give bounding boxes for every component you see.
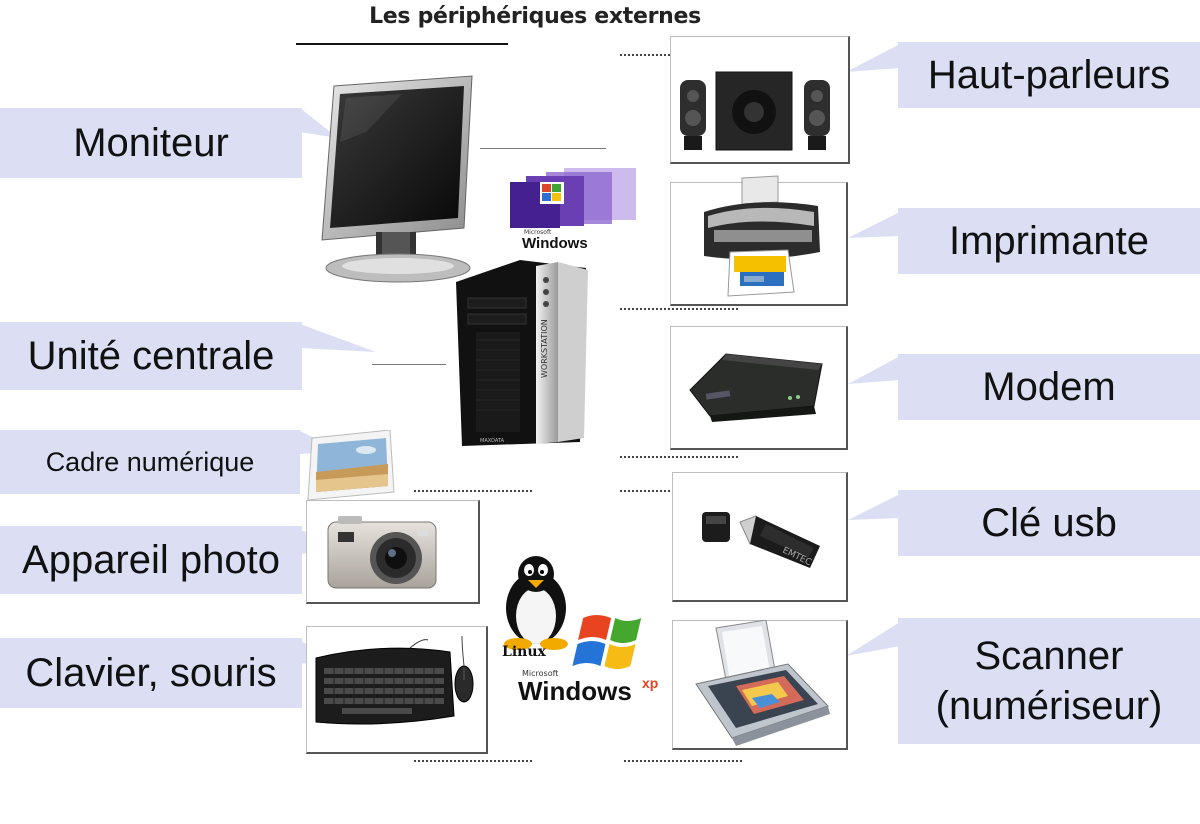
speakers-illustration — [680, 71, 830, 151]
windows-xp-badge: xp — [642, 675, 658, 691]
keyboard-illustration — [315, 635, 474, 725]
blank-imprimante — [620, 308, 738, 310]
title-underline — [296, 43, 508, 45]
pointer-modem — [848, 356, 900, 384]
label-unite-centrale: Unité centrale — [0, 322, 302, 390]
pointer-moniteur — [300, 108, 338, 138]
label-scanner-line2: (numériseur) — [935, 684, 1163, 728]
pointer-scanner — [846, 622, 900, 656]
label-modem-text: Modem — [982, 364, 1116, 409]
windows-top-word: Windows — [522, 235, 588, 252]
connector-unite-centrale — [372, 364, 446, 365]
label-imprimante: Imprimante — [898, 208, 1200, 274]
linux-word: Linux — [502, 644, 547, 660]
label-clavier-souris: Clavier, souris — [0, 638, 302, 708]
label-unite-centrale-text: Unité centrale — [27, 333, 275, 378]
camera-illustration — [327, 516, 437, 589]
blank-cadre-numerique — [414, 490, 532, 492]
label-haut-parleurs: Haut-parleurs — [898, 42, 1200, 108]
pointer-cle-usb — [848, 494, 900, 520]
linux-tux-logo: Linux — [502, 556, 568, 660]
label-modem: Modem — [898, 354, 1200, 420]
label-clavier-souris-text: Clavier, souris — [25, 650, 277, 695]
label-cle-usb-text: Clé usb — [981, 500, 1117, 545]
pointer-haut-parleurs — [846, 44, 900, 72]
blank-clavier-souris — [414, 760, 532, 762]
printer-illustration — [704, 175, 820, 297]
blank-scanner — [624, 760, 742, 762]
label-cadre-numerique-text: Cadre numérique — [45, 446, 255, 477]
label-haut-parleurs-text: Haut-parleurs — [927, 52, 1171, 97]
blank-modem — [620, 456, 738, 458]
digital-frame-illustration — [307, 430, 395, 501]
windows-top-small: Microsoft — [524, 229, 552, 236]
label-scanner-line1: Scanner — [974, 634, 1124, 678]
label-appareil-photo-text: Appareil photo — [22, 537, 280, 582]
label-appareil-photo: Appareil photo — [0, 526, 302, 594]
windows-logo-top: Microsoft Windows — [510, 168, 636, 252]
pointer-imprimante — [848, 212, 900, 238]
windows-xp-word: Windows — [518, 676, 632, 706]
pointer-unite-centrale — [300, 324, 376, 352]
scanner-illustration — [695, 620, 830, 746]
label-moniteur-text: Moniteur — [73, 120, 229, 165]
modem-illustration — [689, 353, 823, 422]
windows-xp-logo: Microsoft Windows xp — [518, 615, 658, 706]
tower-badge: MAXDATA — [480, 438, 505, 444]
label-scanner: Scanner (numériseur) — [898, 618, 1200, 744]
label-moniteur: Moniteur — [0, 108, 302, 178]
label-imprimante-text: Imprimante — [948, 218, 1150, 263]
label-cle-usb: Clé usb — [898, 490, 1200, 556]
monitor-illustration — [321, 75, 473, 283]
connector-moniteur — [480, 148, 606, 149]
page-title: Les périphériques externes — [369, 4, 701, 29]
tower-illustration: WORKSTATION MAXDATA — [456, 260, 588, 446]
label-cadre-numerique: Cadre numérique — [0, 430, 300, 494]
usb-key-illustration: EMTEC — [702, 512, 820, 568]
windows-xp-small: Microsoft — [522, 669, 558, 678]
tower-brand: WORKSTATION — [540, 319, 549, 378]
